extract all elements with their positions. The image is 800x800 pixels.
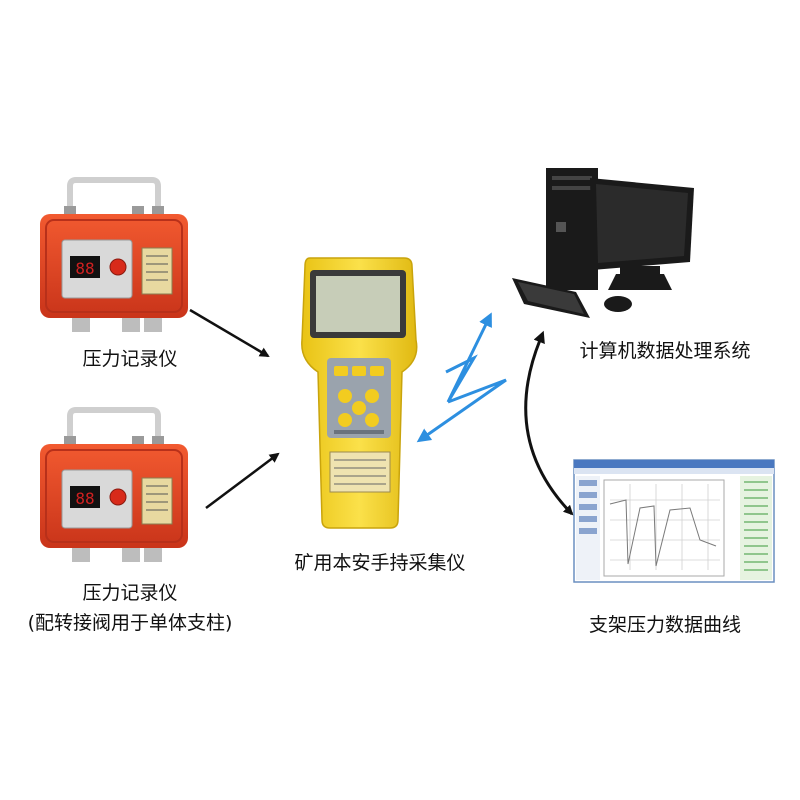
recorder-display: 88 (75, 259, 94, 278)
pressure-recorder-icon: 88 (40, 177, 188, 332)
wireless-link-arrow-down (416, 378, 507, 443)
arrow-recorder1-to-handheld (189, 308, 270, 358)
handheld-collector-label: 矿用本安手持采集仪 (294, 552, 466, 574)
arrow-computer-to-curve (524, 330, 574, 516)
pressure-curve-label: 支架压力数据曲线 (588, 614, 741, 636)
pressure-recorder-label-2: 压力记录仪 (82, 582, 178, 604)
desktop-computer-icon (512, 168, 694, 318)
arrow-recorder2-to-handheld (205, 452, 280, 509)
recorder-display: 88 (75, 489, 94, 508)
wireless-link-arrow-up (445, 312, 492, 403)
pressure-recorder-label: 压力记录仪 (82, 348, 178, 370)
computer-system-label: 计算机数据处理系统 (579, 340, 751, 362)
handheld-collector-icon (301, 257, 418, 529)
pressure-curve-screenshot-icon (573, 459, 775, 583)
pressure-recorder-note: (配转接阀用于单体支柱) (27, 612, 233, 634)
pressure-recorder-icon: 88 (40, 407, 188, 562)
